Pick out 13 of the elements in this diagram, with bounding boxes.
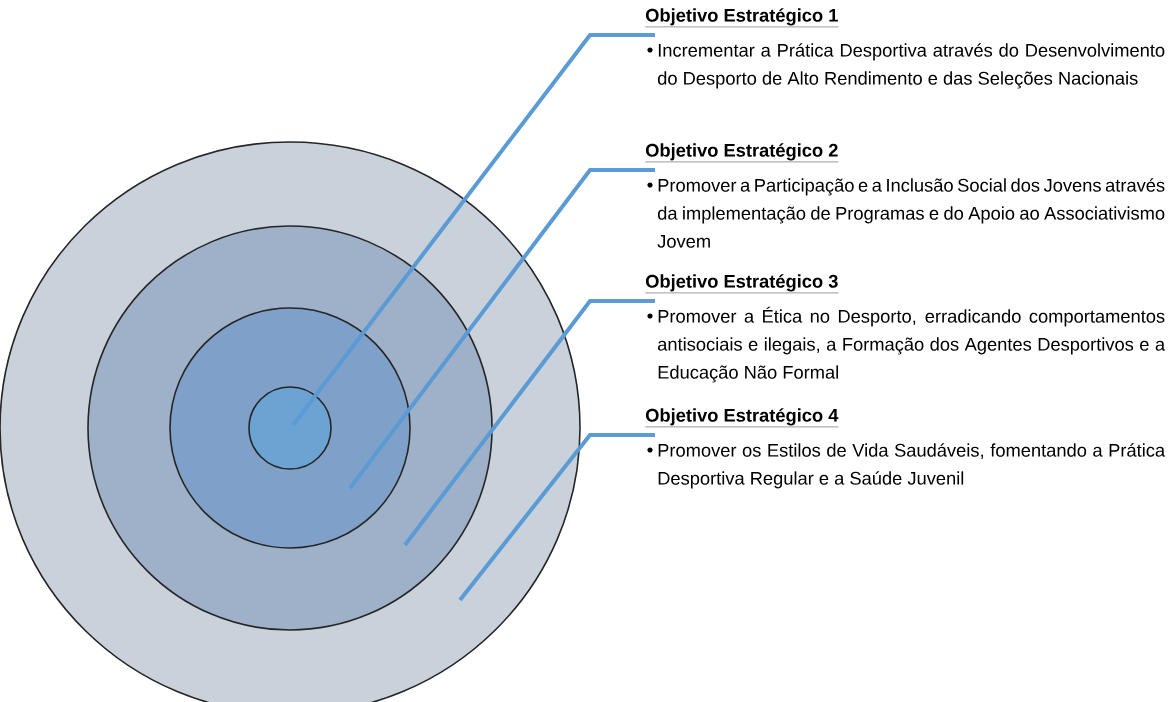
heading-text: Objetivo Estratégico 1 — [645, 8, 839, 28]
leader-line — [403, 299, 657, 547]
bullet-text: Promover os Estilos de Vida Saudáveis, fomentando a Prática Desportiva Regular e a Saúde Juvenil — [658, 443, 1166, 489]
heading-text: Objetivo Estratégico 3 — [645, 274, 839, 294]
heading-text: Objetivo Estratégico 4 — [645, 408, 839, 428]
bullet-text: Promover a Ética no Desporto, erradicando comportamentos antisociais e ilegais, a Formação dos Agentes Desportivos e a Educação Não Formal — [658, 306, 1166, 383]
heading-text: Objetivo Estratégico 2 — [645, 143, 839, 163]
ring-circle — [248, 386, 332, 470]
leader-line — [348, 168, 657, 490]
bullet-text: Incrementar a Prática Desportiva através do Desenvolvimento do Desporto de Alto Rendimento e das Seleções Nacionais — [657, 43, 1165, 89]
bullet-text: Promover a Participação e a Inclusão Social dos Jovens através da implementação de Programas e do Apoio ao Associativismo Jovem — [657, 178, 1165, 248]
leader-line — [458, 433, 657, 602]
leader-line — [291, 33, 657, 427]
